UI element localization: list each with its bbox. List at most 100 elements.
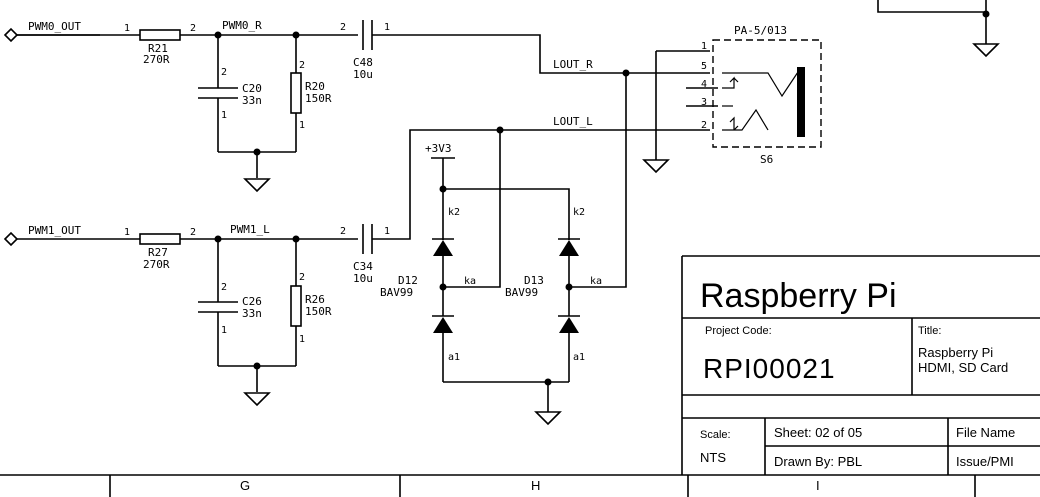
drawing-border: G H I: [0, 474, 1040, 497]
svg-text:k2: k2: [573, 207, 585, 218]
zone-h: H: [531, 478, 540, 493]
capacitor-c34: 2 1 C34 10u: [340, 129, 710, 285]
svg-text:270R: 270R: [143, 53, 170, 66]
svg-text:2: 2: [190, 227, 196, 238]
svg-text:a1: a1: [573, 352, 585, 363]
zone-i: I: [816, 478, 820, 493]
pwm1-port: PWM1_OUT: [3, 224, 81, 247]
svg-text:2: 2: [299, 272, 305, 283]
pwm0-port: PWM0_OUT: [3, 20, 100, 43]
wire-gnd-diodes: [443, 381, 569, 412]
svg-text:1: 1: [384, 226, 390, 237]
title-label: Title:: [918, 325, 941, 337]
svg-text:2: 2: [340, 226, 346, 237]
svg-text:10u: 10u: [353, 68, 373, 81]
svg-text:C20: C20: [242, 82, 262, 95]
svg-text:ka: ka: [590, 276, 602, 287]
svg-text:2: 2: [701, 120, 707, 131]
diode-d13: k2 ka a1 D13 BAV99: [505, 207, 602, 382]
svg-text:150R: 150R: [305, 305, 332, 318]
svg-text:2: 2: [340, 22, 346, 33]
svg-text:S6: S6: [760, 153, 773, 166]
svg-text:R20: R20: [305, 80, 325, 93]
resistor-r21: 1 2 R21 270R: [124, 23, 196, 66]
resistor-r20: 2 1 R20 150R: [290, 35, 332, 152]
svg-text:1: 1: [701, 41, 707, 52]
capacitor-c48: 2 1 C48 10u: [340, 20, 710, 81]
svg-text:1: 1: [299, 120, 305, 131]
ground-symbol: [243, 392, 271, 407]
svg-text:3: 3: [701, 97, 707, 108]
junction: [253, 148, 261, 156]
partial-ground-top-right: [877, 0, 1000, 58]
resistor-r27: 1 2 R27 270R: [124, 227, 196, 271]
svg-text:R27: R27: [148, 246, 168, 259]
diode-d12: k2 ka a1 D12 BAV99: [380, 207, 476, 382]
file-name-label: File Name: [956, 425, 1015, 440]
svg-text:1: 1: [299, 334, 305, 345]
title-line1: Raspberry Pi: [918, 345, 993, 360]
svg-text:5: 5: [701, 61, 707, 72]
svg-text:C48: C48: [353, 56, 373, 69]
svg-text:33n: 33n: [242, 94, 262, 107]
company-name: Raspberry Pi: [700, 277, 897, 315]
svg-text:R21: R21: [148, 42, 168, 55]
svg-text:1: 1: [221, 110, 227, 121]
junction: [253, 362, 261, 370]
svg-text:33n: 33n: [242, 307, 262, 320]
wire-lout-r-to-d13: [590, 73, 627, 288]
svg-text:10u: 10u: [353, 272, 373, 285]
svg-text:2: 2: [221, 282, 227, 293]
svg-text:PA-5/013: PA-5/013: [734, 24, 787, 37]
resistor-r26: 2 1 R26 150R: [290, 239, 332, 366]
wire-gnd-pwm0: [218, 151, 296, 178]
svg-text:1: 1: [124, 227, 130, 238]
net-label-lout-r: LOUT_R: [553, 58, 593, 71]
sheet-info: Sheet: 02 of 05: [774, 425, 862, 440]
svg-text:D12: D12: [398, 274, 418, 287]
project-code: RPI00021: [703, 353, 836, 384]
svg-text:PWM0_OUT: PWM0_OUT: [28, 20, 81, 33]
svg-text:2: 2: [221, 67, 227, 78]
svg-text:270R: 270R: [143, 258, 170, 271]
ground-symbol: [243, 178, 271, 193]
wire-3v3-d13: [443, 188, 570, 240]
svg-text:ka: ka: [464, 276, 476, 287]
project-code-label: Project Code:: [705, 325, 772, 337]
svg-text:C26: C26: [242, 295, 262, 308]
svg-text:+3V3: +3V3: [425, 142, 452, 155]
audio-jack-s6: PA-5/013 S6 1 5 4 3 2: [642, 24, 822, 174]
svg-text:a1: a1: [448, 352, 460, 363]
capacitor-c20: 2 1 C20 33n: [198, 35, 262, 152]
svg-text:C34: C34: [353, 260, 373, 273]
svg-text:1: 1: [124, 23, 130, 34]
drawn-by: Drawn By: PBL: [774, 454, 862, 469]
capacitor-c26: 2 1 C26 33n: [198, 239, 262, 366]
title-line2: HDMI, SD Card: [918, 360, 1008, 375]
net-label-pwm0-r: PWM0_R: [222, 19, 262, 32]
scale-value: NTS: [700, 450, 726, 465]
svg-text:1: 1: [221, 325, 227, 336]
svg-text:PWM1_OUT: PWM1_OUT: [28, 224, 81, 237]
wire-lout-l-to-d12: [462, 130, 501, 288]
issue-label: Issue/PMI: [956, 454, 1014, 469]
svg-text:150R: 150R: [305, 92, 332, 105]
ground-symbol: [534, 411, 562, 426]
svg-text:BAV99: BAV99: [505, 286, 538, 299]
svg-text:D13: D13: [524, 274, 544, 287]
zone-g: G: [240, 478, 250, 493]
svg-text:2: 2: [299, 60, 305, 71]
wire-gnd-pwm1: [218, 365, 296, 392]
svg-text:k2: k2: [448, 207, 460, 218]
net-label-pwm1-l: PWM1_L: [230, 223, 270, 236]
net-label-lout-l: LOUT_L: [553, 115, 593, 128]
svg-text:R26: R26: [305, 293, 325, 306]
scale-label: Scale:: [700, 429, 731, 441]
svg-text:1: 1: [384, 22, 390, 33]
junction: [544, 378, 552, 386]
svg-text:4: 4: [701, 79, 707, 90]
power-3v3: +3V3: [425, 142, 455, 240]
svg-text:BAV99: BAV99: [380, 286, 413, 299]
svg-text:2: 2: [190, 23, 196, 34]
